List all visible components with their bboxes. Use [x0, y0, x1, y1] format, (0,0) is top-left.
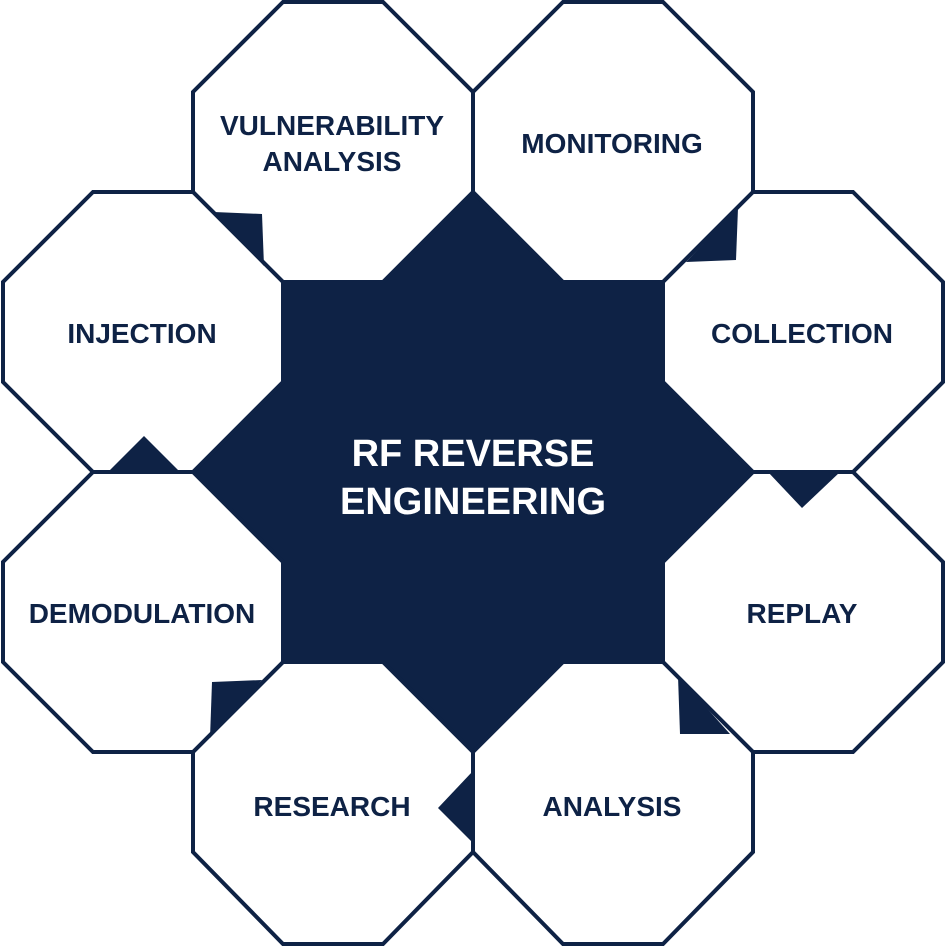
vulnerability-analysis-octagon — [191, 0, 475, 284]
injection-octagon — [1, 190, 285, 474]
arrow-icon — [210, 680, 262, 738]
arrow-icon — [768, 472, 840, 508]
monitoring-label: MONITORING — [521, 128, 702, 159]
vulnerability-analysis-label-line2: ANALYSIS — [262, 146, 401, 177]
collection-label: COLLECTION — [711, 318, 893, 349]
research-octagon — [191, 660, 475, 946]
center-octagon — [193, 192, 753, 752]
replay-label: REPLAY — [746, 598, 857, 629]
arrow-icon — [686, 208, 738, 262]
vulnerability-analysis-label-line1: VULNERABILITY — [220, 110, 444, 141]
arrow-icon — [438, 772, 472, 842]
research-label: RESEARCH — [253, 791, 410, 822]
demodulation-label: DEMODULATION — [29, 598, 256, 629]
arrow-icon — [108, 436, 180, 472]
replay-octagon — [661, 470, 945, 754]
arrow-icon — [214, 212, 264, 266]
center-title-line2: ENGINEERING — [340, 481, 606, 523]
center-title-line1: RF REVERSE — [352, 433, 595, 475]
arrow-icon — [678, 676, 730, 734]
analysis-label: ANALYSIS — [542, 791, 681, 822]
injection-label: INJECTION — [67, 318, 216, 349]
